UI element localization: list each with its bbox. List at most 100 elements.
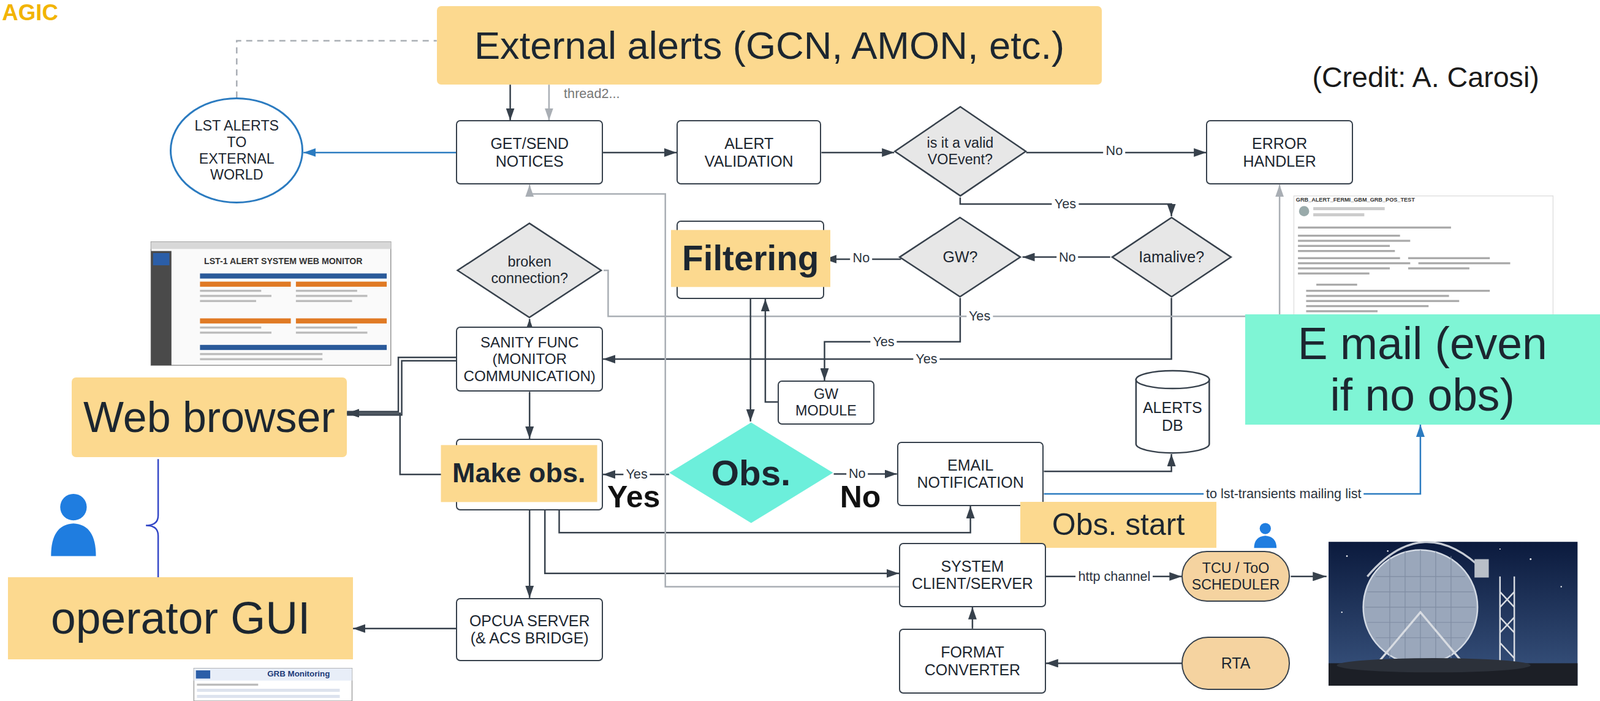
node-text: TCU / ToO SCHEDULER <box>1187 560 1284 594</box>
connector-line <box>824 297 961 381</box>
process-box: GET/SEND NOTICES <box>455 120 603 185</box>
node-text: FORMAT CONVERTER <box>905 643 1040 679</box>
connector-line <box>971 607 974 629</box>
process-box: ALERT VALIDATION <box>676 120 822 185</box>
connector-line <box>236 41 437 99</box>
operator-icon <box>50 523 96 556</box>
edge-label: No <box>846 465 869 482</box>
email-screenshot <box>1305 310 1378 312</box>
process-box: SANITY FUNC (MONITOR COMMUNICATION) <box>455 326 603 393</box>
edge-label: No <box>1056 249 1079 265</box>
flow-arrow <box>529 391 531 439</box>
grb-monitor-screenshot <box>196 683 258 686</box>
obs-start-callout: Obs. start <box>1020 501 1217 548</box>
process-box: GW MODULE <box>777 380 875 425</box>
connector-line <box>544 510 899 574</box>
web-monitor-screenshot <box>199 281 291 287</box>
email-screenshot <box>1297 262 1411 265</box>
flow-arrow <box>603 184 1280 317</box>
email-callout: E mail (even if no obs) <box>1245 314 1600 426</box>
edge-label: No <box>850 250 873 266</box>
telescope-photo <box>1529 558 1532 561</box>
email-screenshot <box>1297 267 1390 270</box>
connector-line <box>346 413 456 475</box>
email-screenshot <box>1305 300 1460 303</box>
scheduler-to-telescope-arrow <box>1290 576 1327 578</box>
grb-monitor-screenshot <box>196 694 340 698</box>
email-screenshot <box>1299 205 1310 217</box>
web-monitor-screenshot <box>295 289 358 292</box>
connector-line <box>1044 424 1421 494</box>
telescope-photo <box>1336 658 1531 673</box>
decision-diamond: is it a valid VOEvent? <box>892 105 1028 198</box>
node-text: Web browser <box>83 392 336 442</box>
decision-answer: Yes <box>606 479 662 515</box>
node-text: LST ALERTS TO EXTERNAL WORLD <box>189 117 284 184</box>
edge-label: http channel <box>1075 568 1153 584</box>
screenshot-title: LST-1 ALERT SYSTEM WEB MONITOR <box>204 256 363 266</box>
node-text: Filtering <box>671 229 831 287</box>
web-monitor-screenshot <box>153 253 170 266</box>
screenshot-title: GRB Monitoring <box>267 669 330 679</box>
web-monitor-screenshot <box>199 294 272 297</box>
email-screenshot <box>1293 196 1553 321</box>
telescope-photo <box>1500 576 1515 666</box>
connector-line <box>603 184 1280 317</box>
grb-monitor-screenshot <box>196 688 340 692</box>
web-monitor-screenshot <box>199 357 323 360</box>
email-screenshot <box>1313 207 1385 211</box>
connector-line <box>528 319 531 327</box>
flow-arrow <box>821 151 895 153</box>
user-bracket <box>145 458 159 578</box>
web-monitor-screenshot <box>199 352 323 355</box>
connector-line <box>548 84 551 121</box>
flow-arrow <box>303 151 456 153</box>
telescope-photo <box>1328 541 1578 686</box>
email-screenshot <box>1305 289 1490 292</box>
node-text: EMAIL NOTIFICATION <box>903 456 1039 492</box>
diamond-shape <box>894 107 1026 197</box>
obs-decision-diamond: Obs. <box>666 420 836 525</box>
user-bracket <box>145 458 159 578</box>
node-text: ERROR HANDLER <box>1220 134 1339 170</box>
telescope-photo <box>1474 559 1489 578</box>
email-screenshot <box>1305 305 1429 308</box>
flow-arrow <box>602 151 677 153</box>
diamond-shape <box>457 223 602 318</box>
process-box: OPCUA SERVER (& ACS BRIDGE) <box>455 598 603 662</box>
filter-box: Filtering <box>676 220 825 300</box>
node-text: broken connection? <box>483 253 576 287</box>
flow-arrow <box>352 628 456 629</box>
diamond-shape <box>1112 217 1232 297</box>
flow-arrow <box>824 297 961 381</box>
diamond-shape <box>669 422 833 524</box>
telescope-photo <box>1346 555 1349 558</box>
web-monitor-screenshot <box>199 273 387 279</box>
connector-line <box>765 299 778 402</box>
process-box: ERROR HANDLER <box>1205 120 1354 185</box>
connector-line <box>352 627 456 630</box>
edge-label: No <box>1103 143 1126 159</box>
cylinder-top <box>1136 370 1210 389</box>
flow-arrow <box>602 297 1172 360</box>
web-monitor-screenshot <box>150 242 391 366</box>
web-monitor-screenshot <box>199 326 262 329</box>
scheduler-pill: TCU / ToO SCHEDULER <box>1181 550 1290 602</box>
node-text: E mail (even if no obs) <box>1251 318 1594 422</box>
operator-icon-small <box>1254 535 1278 548</box>
decision-diamond: broken connection? <box>455 221 604 319</box>
operator-icon <box>50 493 96 557</box>
database-cylinder: ALERTS DB <box>1134 369 1211 455</box>
email-screenshot <box>1297 250 1395 252</box>
node-text: is it a valid VOEvent? <box>918 134 1003 168</box>
email-screenshot <box>1313 213 1365 217</box>
diamond-shape <box>899 217 1021 297</box>
email-screenshot <box>1297 272 1370 275</box>
edge-label: Yes <box>966 308 993 325</box>
process-box: EMAIL NOTIFICATION <box>897 441 1045 507</box>
web-monitor-screenshot <box>199 300 257 303</box>
node-text: GW? <box>942 248 978 266</box>
web-monitor-screenshot <box>199 289 262 292</box>
edge-label: Yes <box>870 333 897 350</box>
email-screenshot <box>1297 245 1390 247</box>
